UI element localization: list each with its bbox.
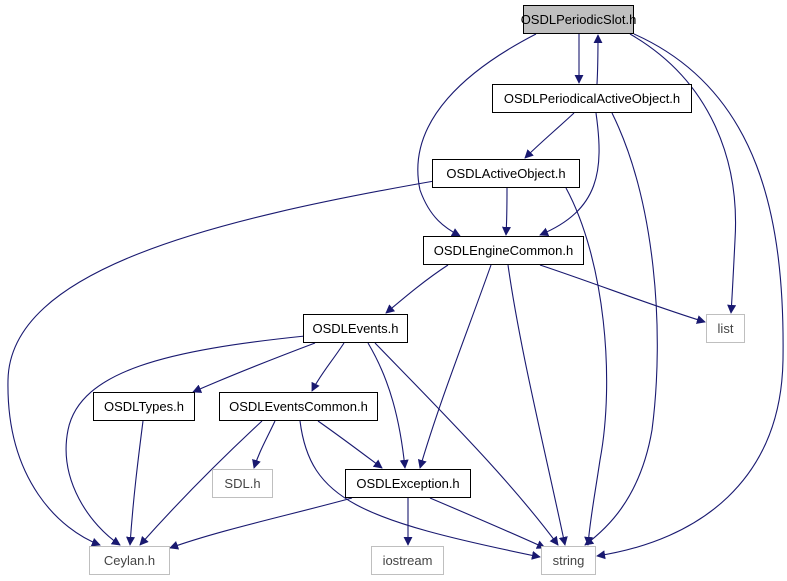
node-list: list bbox=[706, 314, 745, 343]
edge-periodical-active-object-to-periodic-slot bbox=[593, 34, 603, 85]
node-osdl-engine-common[interactable]: OSDLEngineCommon.h bbox=[423, 236, 584, 265]
node-osdl-types[interactable]: OSDLTypes.h bbox=[93, 392, 195, 421]
edge-exception-to-string bbox=[429, 497, 546, 549]
edge-active-object-to-string bbox=[565, 187, 608, 546]
node-string: string bbox=[541, 546, 596, 575]
edge-active-object-to-ceylan bbox=[7, 179, 441, 547]
edge-events-to-string bbox=[374, 342, 559, 546]
node-osdl-periodic-slot: OSDLPeriodicSlot.h bbox=[521, 5, 636, 34]
edge-events-to-types bbox=[192, 342, 316, 393]
edge-events-common-to-exception bbox=[317, 420, 383, 469]
edge-events-to-exception bbox=[367, 342, 409, 469]
node-osdl-periodical-active-object[interactable]: OSDLPeriodicalActiveObject.h bbox=[492, 84, 692, 113]
edge-periodical-active-object-to-engine-common bbox=[539, 112, 600, 237]
edge-events-common-to-sdl bbox=[252, 420, 276, 469]
edge-engine-common-to-exception bbox=[417, 264, 492, 469]
edge-periodic-slot-to-string bbox=[596, 33, 784, 560]
node-osdl-exception[interactable]: OSDLException.h bbox=[345, 469, 471, 498]
edge-active-object-to-engine-common bbox=[501, 187, 511, 236]
edge-engine-common-to-list bbox=[539, 264, 706, 324]
edge-periodic-slot-to-list bbox=[629, 33, 737, 314]
edge-types-to-ceylan bbox=[126, 420, 144, 546]
node-osdl-events-common[interactable]: OSDLEventsCommon.h bbox=[219, 392, 378, 421]
edge-events-common-to-string bbox=[299, 420, 541, 560]
edge-events-to-ceylan bbox=[65, 335, 306, 546]
edge-engine-common-to-string bbox=[507, 264, 568, 546]
node-osdl-active-object[interactable]: OSDLActiveObject.h bbox=[432, 159, 580, 188]
edge-periodical-active-object-to-active-object bbox=[524, 112, 575, 159]
node-sdl: SDL.h bbox=[212, 469, 273, 498]
edge-periodical-active-object-to-string bbox=[584, 112, 658, 546]
node-ceylan: Ceylan.h bbox=[89, 546, 170, 575]
edge-events-to-events-common bbox=[311, 342, 345, 392]
edge-exception-to-ceylan bbox=[169, 497, 353, 550]
edge-events-common-to-ceylan bbox=[139, 420, 263, 546]
edge-engine-common-to-events bbox=[385, 264, 449, 314]
node-osdl-events[interactable]: OSDLEvents.h bbox=[303, 314, 408, 343]
node-iostream: iostream bbox=[371, 546, 444, 575]
edge-periodic-slot-to-engine-common bbox=[417, 33, 537, 237]
